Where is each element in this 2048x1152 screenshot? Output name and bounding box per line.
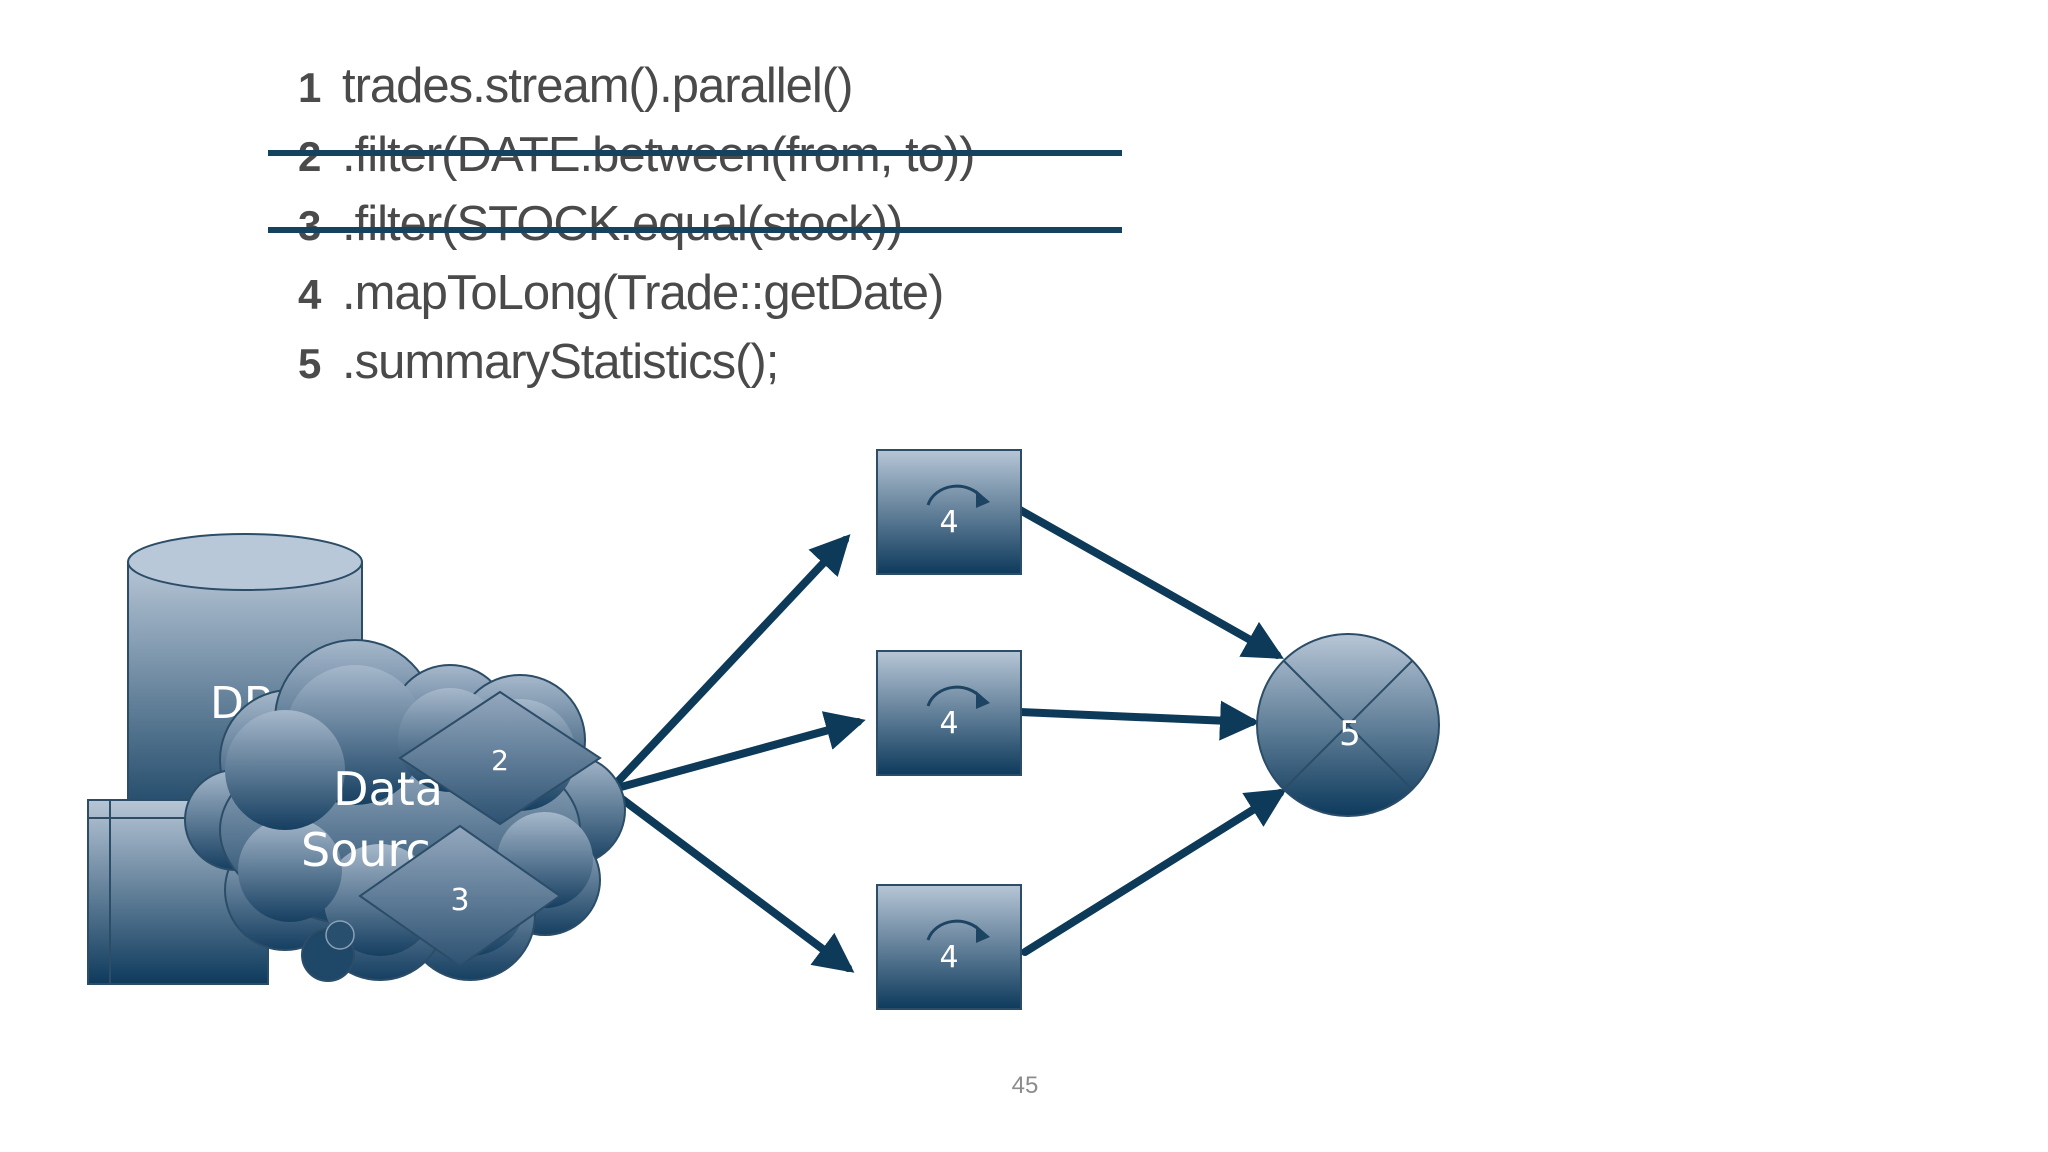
map-box-top — [876, 449, 1022, 575]
line-number: 1 — [298, 64, 321, 111]
filter-stock-diamond — [358, 824, 562, 968]
map-top-step-label: 4 — [939, 505, 958, 540]
map-box-bottom — [876, 884, 1022, 1010]
code-line-3: 3 .filter(STOCK.equal(stock)) — [298, 190, 903, 258]
arrowhead-icon — [976, 490, 990, 508]
arrow-to-map-middle — [606, 711, 866, 794]
filter-stock-step-label: 3 — [450, 883, 469, 918]
map-middle-step-label: 4 — [939, 706, 958, 741]
map-bottom-step-label: 4 — [939, 940, 958, 975]
code-text: .mapToLong(Trade::getDate) — [342, 266, 944, 320]
arrow-to-reduce-middle — [1016, 700, 1260, 741]
code-text: trades.stream().parallel() — [342, 59, 853, 113]
reduce-step-label: 5 — [1339, 714, 1361, 754]
arrow-to-reduce-top — [1016, 506, 1284, 659]
reduce-circle-icon — [1256, 633, 1440, 817]
code-line-5: 5 .summaryStatistics(); — [298, 328, 779, 396]
filter-date-diamond — [398, 690, 602, 826]
code-text: .summaryStatistics(); — [342, 335, 779, 389]
code-line-4: 4 .mapToLong(Trade::getDate) — [298, 259, 944, 327]
arrowhead-icon — [976, 925, 990, 943]
page-number: 45 — [1011, 1072, 1039, 1099]
arrow-to-reduce-bottom — [1021, 788, 1287, 956]
strikethrough-line-2 — [268, 150, 1122, 156]
code-text: .filter(STOCK.equal(stock)) — [342, 197, 903, 251]
arrowhead-icon — [976, 691, 990, 709]
line-number: 4 — [298, 271, 321, 318]
strikethrough-line-3 — [268, 227, 1122, 233]
arrow-to-map-bottom — [606, 786, 855, 973]
line-number: 3 — [298, 202, 321, 249]
filter-date-step-label: 2 — [491, 744, 509, 777]
arrow-to-map-top — [606, 534, 851, 794]
code-line-1: 1 trades.stream().parallel() — [298, 52, 853, 120]
line-number: 2 — [298, 133, 321, 180]
map-box-middle — [876, 650, 1022, 776]
line-number: 5 — [298, 340, 321, 387]
